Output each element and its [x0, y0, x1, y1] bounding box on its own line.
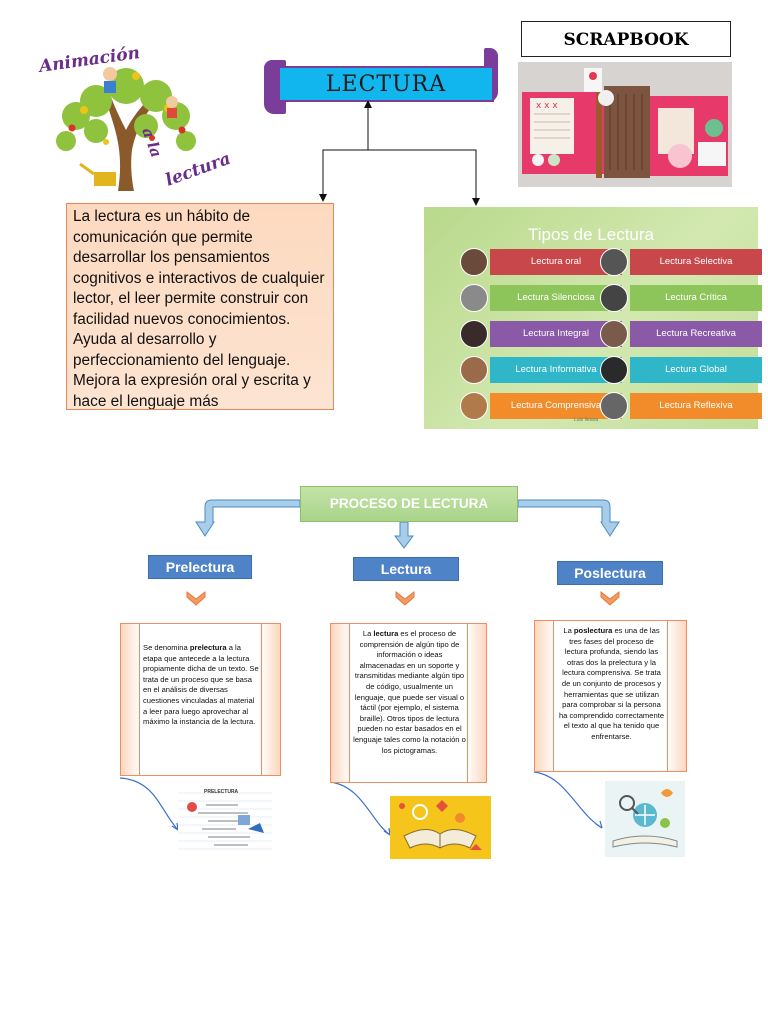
tipo-thumb-icon	[460, 392, 488, 420]
tipo-thumb-icon	[600, 320, 628, 348]
tipo-thumb-icon	[460, 284, 488, 312]
tipo-thumb-icon	[460, 248, 488, 276]
tipo-item: Lectura Crítica	[630, 285, 762, 311]
definition-text: La lectura es un hábito de comunicación …	[73, 208, 325, 410]
svg-text:lectura: lectura	[163, 149, 234, 191]
desc-lectura: La lectura es el proceso de comprensión …	[330, 623, 487, 783]
scrapbook-photo: x x x	[518, 62, 732, 187]
title-banner	[278, 66, 494, 102]
tipo-item: Lectura Recreativa	[630, 321, 762, 347]
animacion-logo: Animación a la lectura	[36, 46, 236, 196]
tipos-title: Tipos de Lectura	[528, 225, 654, 244]
tipo-item: Lectura Global	[630, 357, 762, 383]
poslectura-image	[605, 781, 685, 857]
prelectura-note-heading: PRELECTURA	[204, 789, 239, 795]
phase-lectura: Lectura	[353, 557, 459, 581]
page-title: LECTURA	[325, 72, 447, 97]
desc-poslectura: La poslectura es una de las tres fases d…	[534, 620, 687, 772]
svg-text:a la: a la	[138, 125, 165, 160]
tipo-thumb-icon	[600, 392, 628, 420]
scrapbook-label: SCRAPBOOK	[521, 21, 731, 57]
tipo-thumb-icon	[600, 248, 628, 276]
phase-poslectura: Poslectura	[557, 561, 663, 585]
phase-prelectura: Prelectura	[148, 555, 252, 579]
tipo-thumb-icon	[460, 320, 488, 348]
tree-illustration: Animación a la lectura	[36, 46, 234, 191]
tipos-footer: Luis Ileana	[574, 417, 599, 423]
tipo-thumb-icon	[600, 284, 628, 312]
svg-text:x x x: x x x	[536, 101, 558, 111]
desc-prelectura: Se denomina prelectura a la etapa que an…	[120, 623, 281, 776]
definition-box: La lectura es un hábito de comunicación …	[66, 203, 334, 410]
tipo-thumb-icon	[460, 356, 488, 384]
lectura-book-image	[390, 796, 491, 859]
proceso-title: PROCESO DE LECTURA	[300, 486, 518, 522]
tipo-item: Lectura Selectiva	[630, 249, 762, 275]
tipo-item: Lectura Reflexiva	[630, 393, 762, 419]
prelectura-notes-image: PRELECTURA	[178, 785, 272, 857]
tipo-thumb-icon	[600, 356, 628, 384]
